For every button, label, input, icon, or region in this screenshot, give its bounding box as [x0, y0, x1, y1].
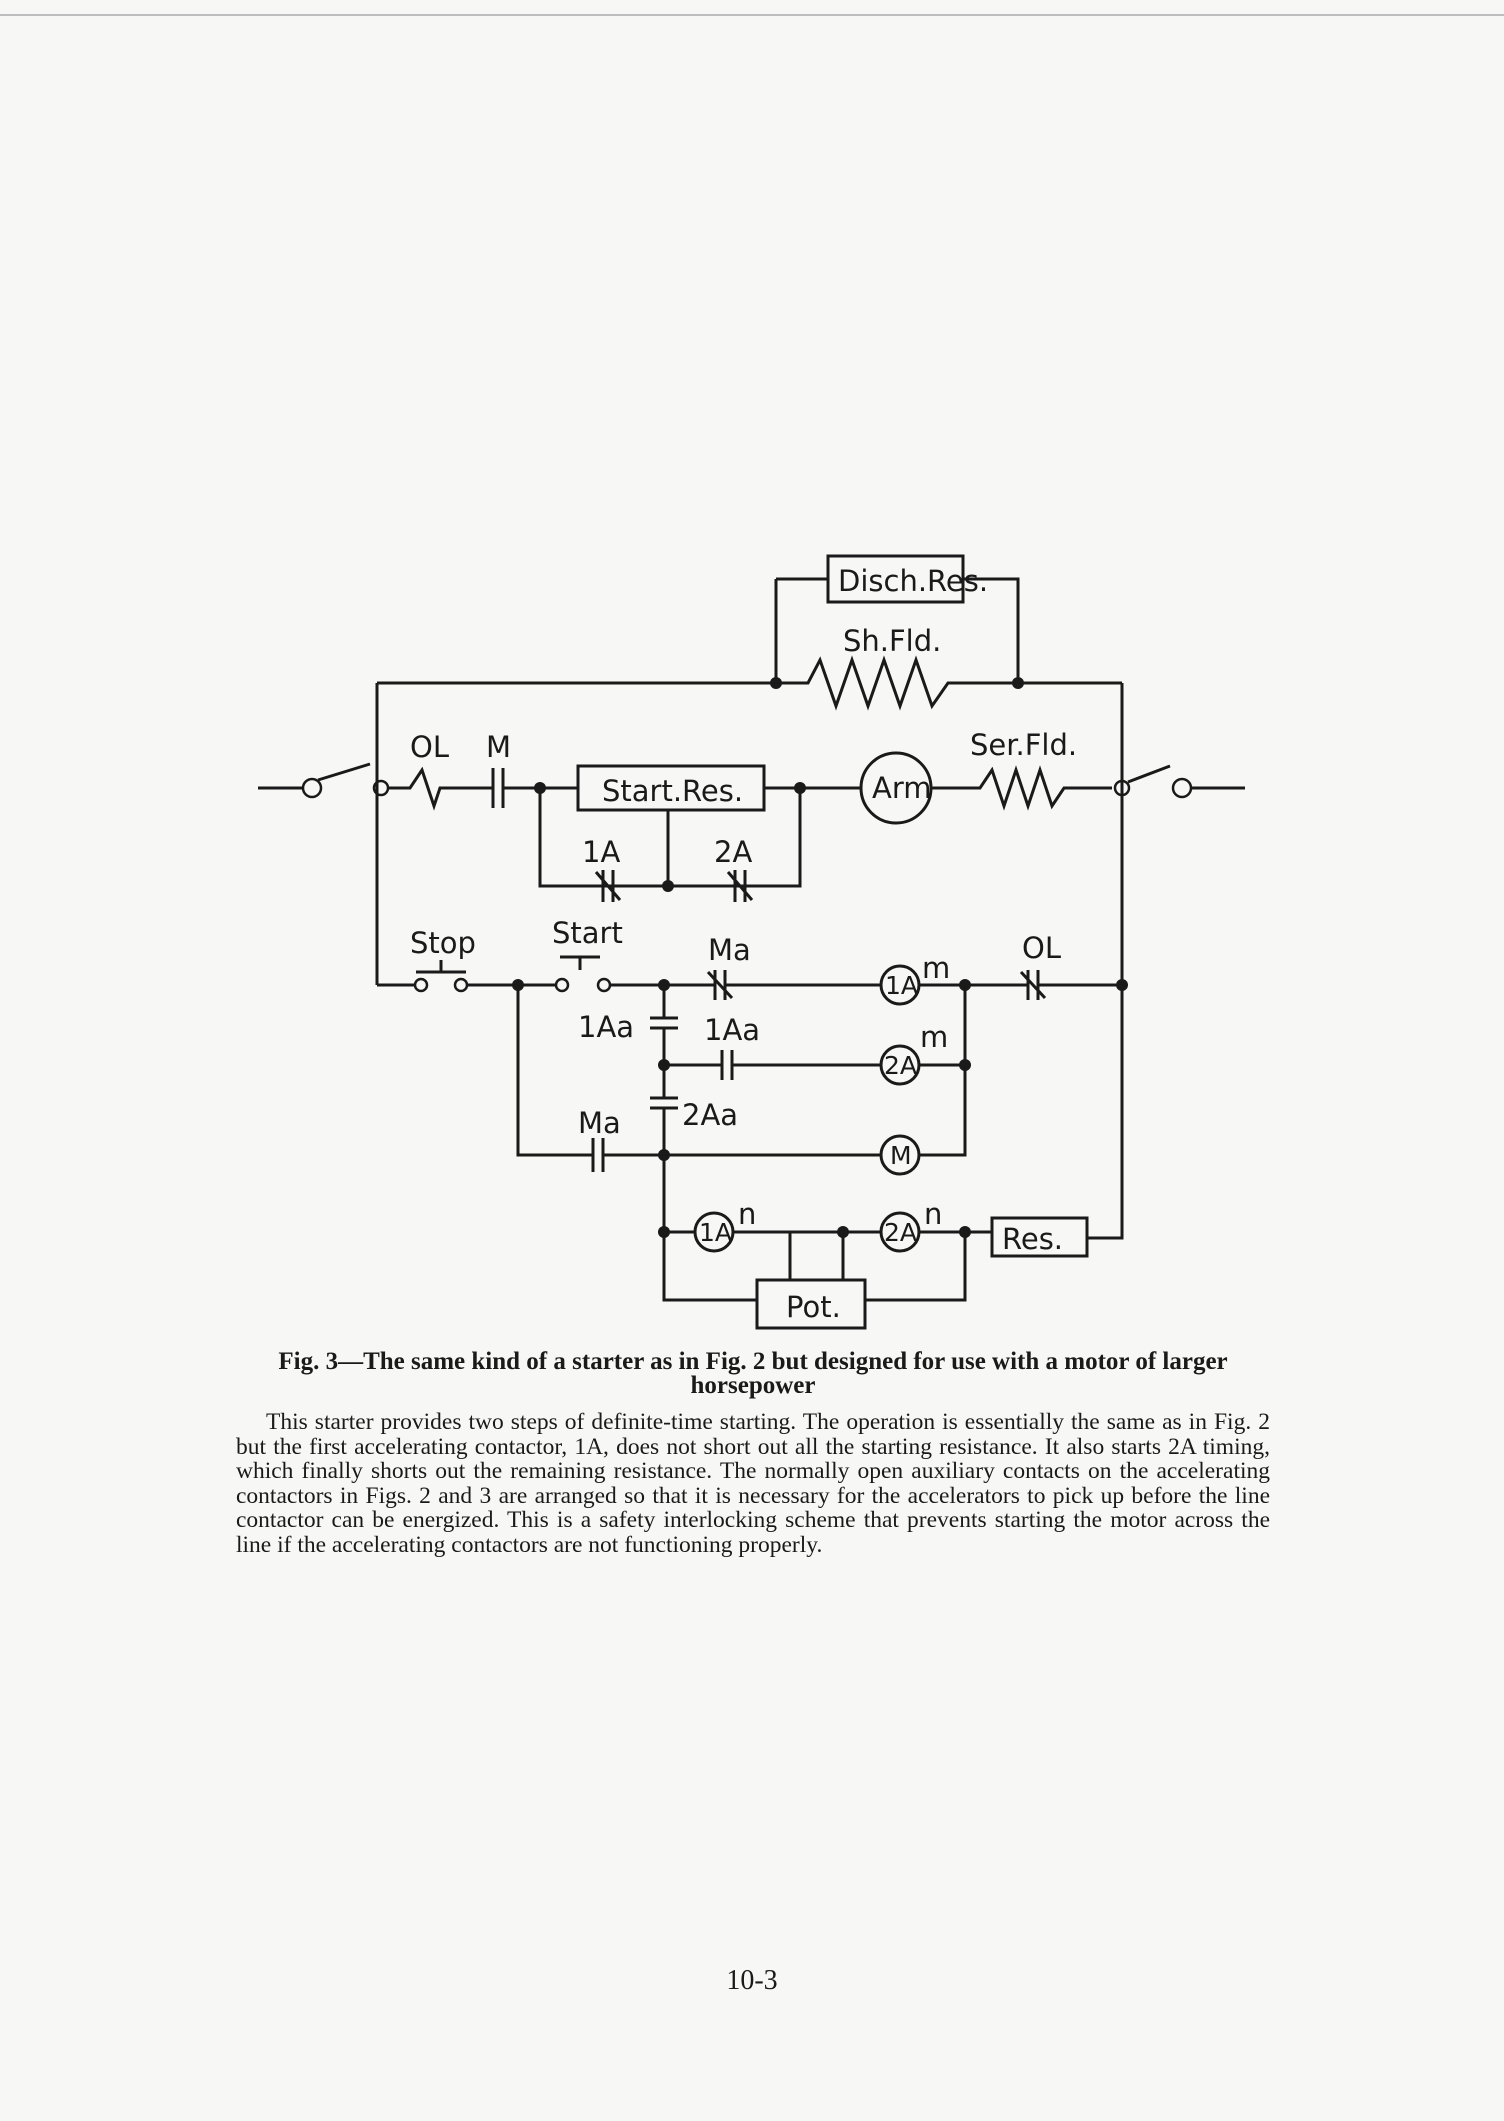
body-paragraph: This starter provides two steps of defin… [236, 1409, 1270, 1558]
ma-no-contact [590, 1138, 664, 1172]
timing-circuit: 1A n 2A n Res. Pot. [658, 1155, 1100, 1330]
right-rail [1100, 683, 1124, 1240]
pot-box [755, 1278, 867, 1330]
contact-1a-label: 1A [582, 835, 620, 869]
ol-top-label: OL [410, 730, 449, 764]
left-control-rail [516, 985, 590, 1157]
main-power-line: OL M Start.Res. Arm Ser.Fld. [258, 728, 1245, 825]
coil-1a-m-label: 1A [885, 971, 918, 1000]
stop-button [416, 960, 466, 974]
ol-heater [388, 766, 490, 811]
one-aa-right-label: 1Aa [704, 1013, 760, 1047]
left-switch-terminal [301, 777, 323, 799]
one-aa-contact [664, 1050, 880, 1080]
stop-label: Stop [410, 926, 476, 960]
contact-2a [726, 870, 754, 902]
arm-label: Arm [872, 771, 932, 805]
coil-2a-n-label: 2A [884, 1218, 917, 1247]
accelerating-contacts: 1A 2A [538, 788, 802, 902]
ol-right-label: OL [1022, 931, 1061, 965]
starter-wiring-diagram: Disch.Res. Sh.Fld. OL M Start.Res. Arm S… [258, 554, 1245, 1330]
start-res-label: Start.Res. [602, 774, 743, 808]
shunt-field-branch: Disch.Res. Sh.Fld. [377, 554, 1122, 711]
m-main-contact [490, 768, 540, 808]
ma-nc-contact [664, 970, 880, 1000]
ol-nc-contact [965, 970, 1122, 1000]
res-label: Res. [1002, 1222, 1063, 1256]
coil-m-label: M [890, 1141, 912, 1170]
top-border-rule [0, 14, 1504, 16]
m-top-label: M [486, 730, 511, 764]
coil-1a-n-label: 1A [699, 1218, 732, 1247]
page-number: 10-3 [726, 1965, 778, 1996]
start-button [560, 955, 600, 970]
ma-bottom-label: Ma [578, 1106, 621, 1140]
sup-m1-label: m [922, 951, 950, 985]
contact-1a [594, 870, 622, 902]
right-switch-terminal [1171, 777, 1193, 799]
figure-caption: Fig. 3—The same kind of a starter as in … [278, 1348, 1228, 1399]
aux-contacts: 1Aa 1Aa 2A m 2Aa Ma M [578, 985, 971, 1176]
two-aa-label: 2Aa [682, 1098, 738, 1132]
sh-fld-resistor [776, 655, 1018, 711]
ser-fld-resistor [931, 765, 1112, 811]
ser-fld-label: Ser.Fld. [970, 728, 1077, 762]
pot-label: Pot. [786, 1290, 841, 1324]
ma-top-label: Ma [708, 933, 751, 967]
sh-fld-label: Sh.Fld. [843, 624, 941, 658]
left-disconnect-blade [317, 762, 371, 782]
sup-n2-label: n [924, 1197, 942, 1231]
disch-res-label: Disch.Res. [838, 564, 988, 598]
coil-2a-m-label: 2A [884, 1051, 917, 1080]
contact-2a-label: 2A [714, 835, 752, 869]
right-disconnect-blade [1127, 764, 1171, 784]
start-label: Start [552, 916, 623, 950]
control-line: Stop Start Ma 1A m OL [377, 916, 1128, 1006]
sup-m2-label: m [920, 1020, 948, 1054]
sup-n1-label: n [738, 1197, 756, 1231]
one-aa-left-label: 1Aa [578, 1010, 634, 1044]
